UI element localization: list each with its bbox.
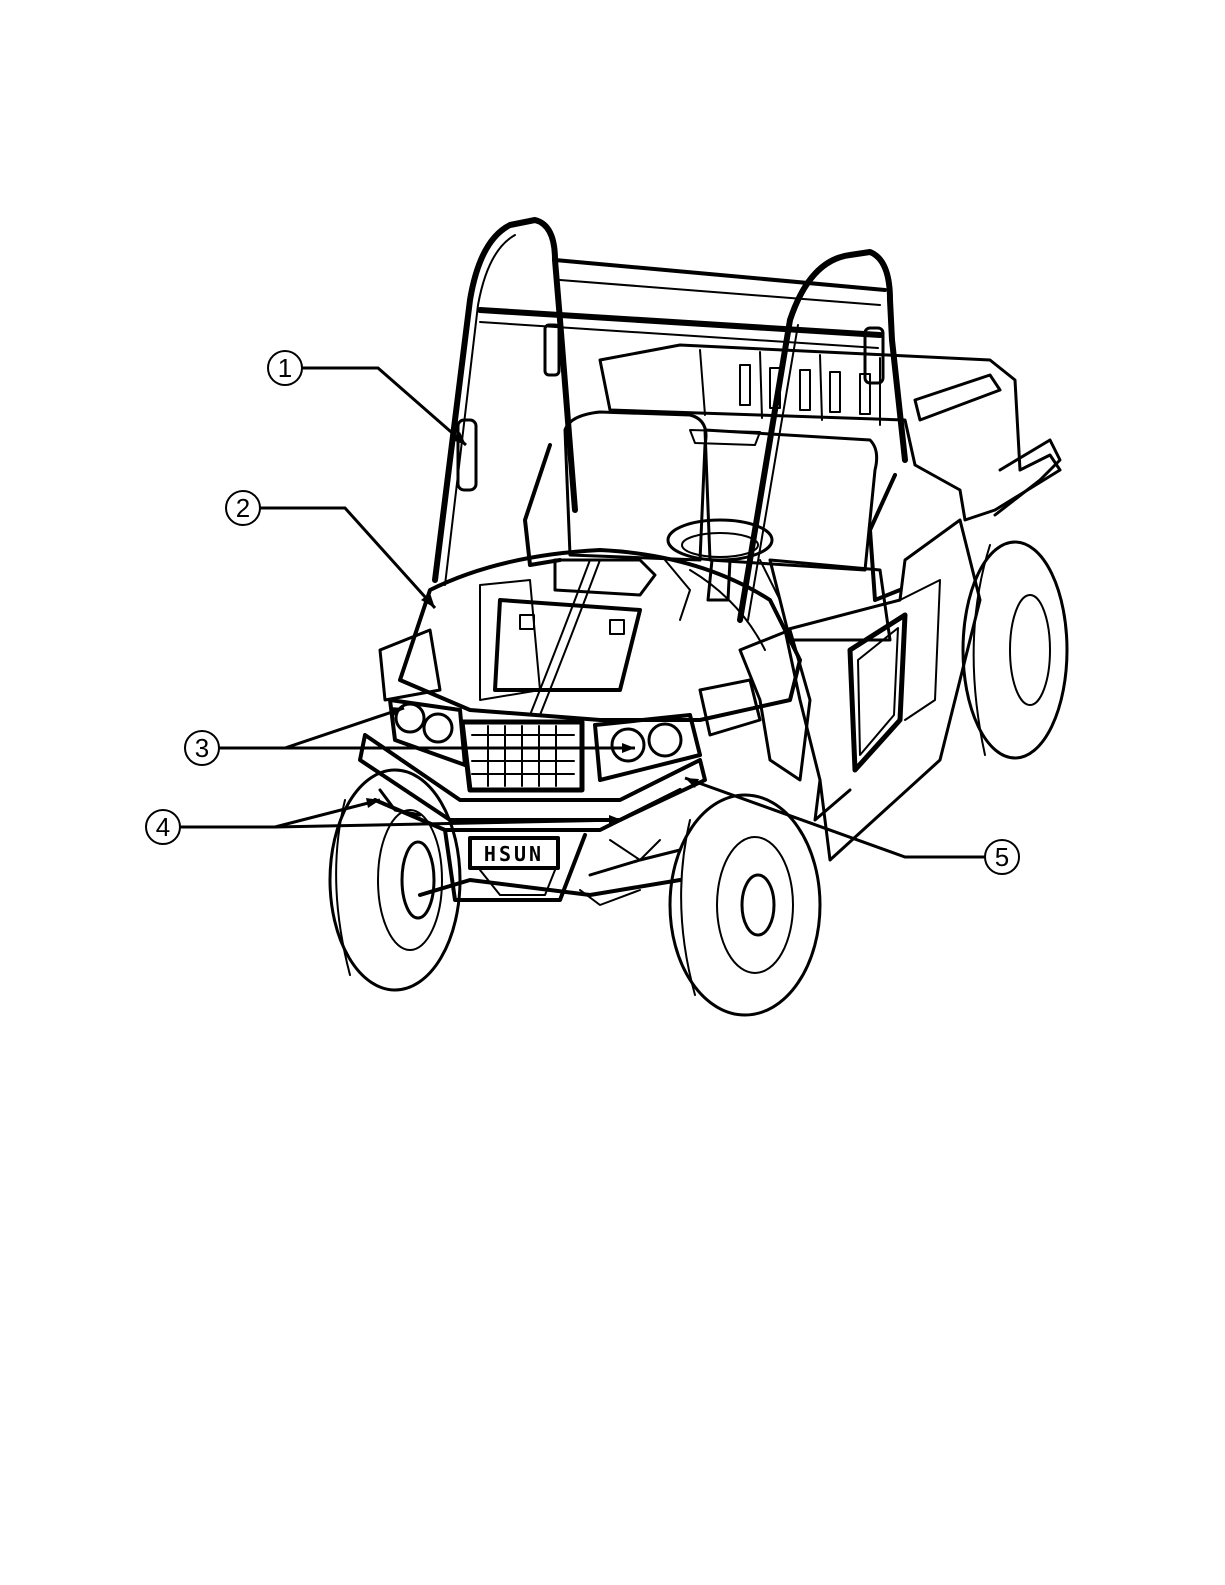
utv-illustration [330,220,1067,1015]
front-grille [462,722,582,790]
front-left-wheel [330,770,460,990]
callout-1: 1 [268,351,466,445]
cargo-bed [600,345,1060,520]
callout-5-label: 5 [995,842,1009,872]
callout-3-label: 3 [195,733,209,763]
seats [565,412,890,640]
headlights [390,700,700,780]
arrowhead-icon [622,743,635,753]
front-right-wheel [670,795,820,1015]
callout-5: 5 [685,778,1019,874]
rear-right-wheel [963,542,1067,758]
callout-2-label: 2 [236,493,250,523]
front-bumper [360,735,705,900]
callout-2: 2 [226,491,435,608]
callout-4-label: 4 [156,812,170,842]
callouts: 1 2 3 4 [146,351,1019,874]
side-body [785,520,980,860]
callout-1-label: 1 [278,353,292,383]
license-plate-text: HSUN [484,842,544,866]
